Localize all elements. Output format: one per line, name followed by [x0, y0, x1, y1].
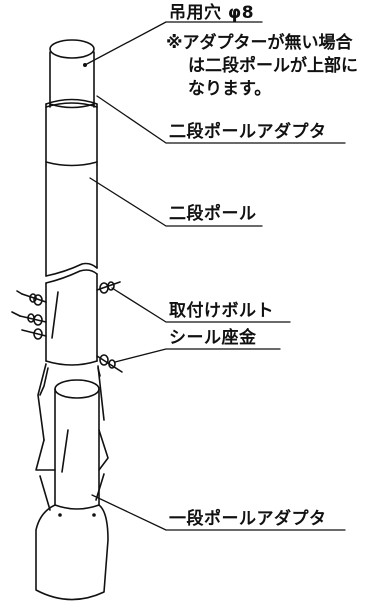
mounting-bolts	[11, 281, 123, 373]
hanging-hole-label: 吊用穴 φ8	[169, 3, 255, 23]
top-pole-section	[49, 39, 95, 109]
fragment-lines	[35, 429, 109, 511]
note-line-3: なります。	[188, 79, 272, 99]
one-stage-pole	[54, 379, 100, 506]
one-stage-pole-adapter	[35, 504, 109, 601]
note-line-1: ※アダプターが無い場合	[166, 33, 353, 53]
note-line-2: は二段ポールが上部に	[188, 56, 358, 76]
one-stage-adapter-label: 一段ポールアダプタ	[169, 509, 327, 529]
joint-sleeve	[45, 269, 98, 366]
break-lines	[37, 363, 105, 441]
leader-lines	[84, 21, 346, 531]
two-stage-pole-label: 二段ポール	[169, 204, 257, 224]
two-stage-pole	[45, 164, 98, 277]
two-stage-pole-adapter	[45, 98, 98, 167]
adapter-absent-note: ※アダプターが無い場合 は二段ポールが上部に なります。	[166, 32, 358, 101]
mounting-bolt-label: 取付けボルト	[169, 301, 274, 321]
seal-washer-label: シール座金	[169, 328, 257, 348]
two-stage-adapter-label: 二段ポールアダプタ	[169, 122, 327, 142]
